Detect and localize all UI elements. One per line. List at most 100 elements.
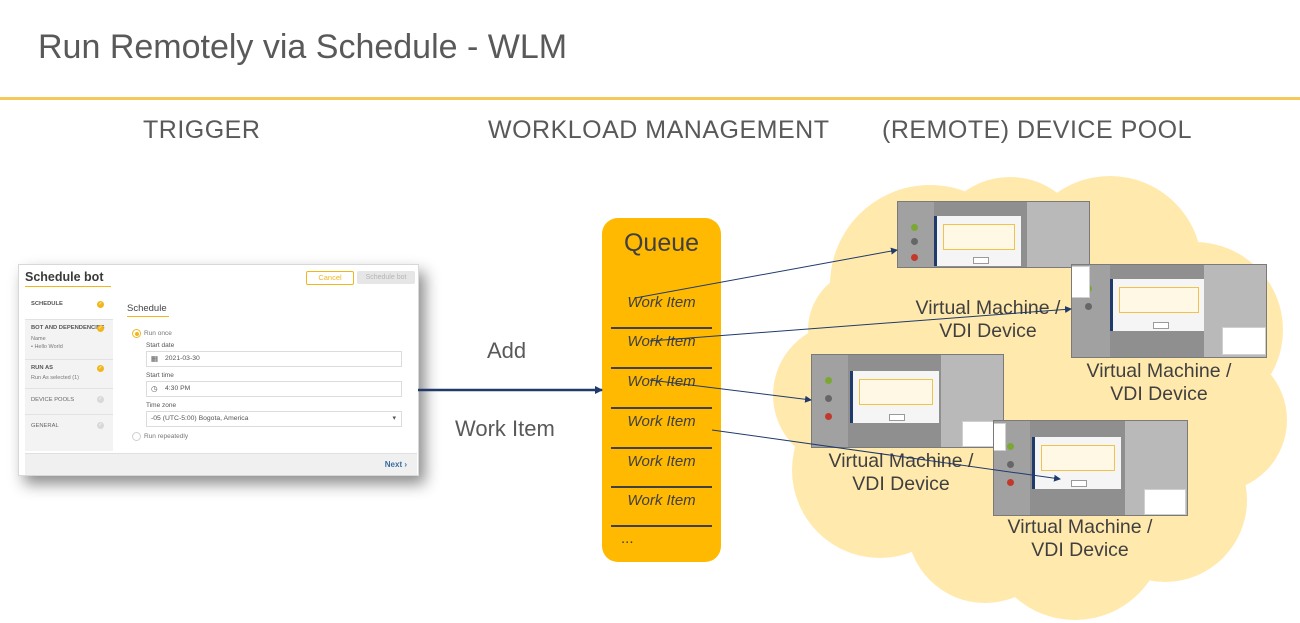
sidebar-item-label: SCHEDULE [31, 301, 63, 307]
sidebar-item-run-as[interactable]: RUN AS Run As selected (1) ✓ [25, 359, 113, 389]
vm-screenshot-2 [1071, 264, 1267, 358]
queue-divider [611, 486, 712, 488]
vm-screenshot-1 [897, 201, 1090, 268]
properties-pane [1027, 202, 1089, 267]
title-underline [25, 286, 111, 287]
time-zone-select[interactable]: -05 (UTC-5:00) Bogota, America ▾ [146, 411, 402, 427]
time-zone-label: Time zone [146, 402, 177, 409]
cancel-button[interactable]: Cancel [306, 271, 354, 285]
run-once-label: Run once [144, 330, 172, 337]
message-box-body [859, 379, 933, 405]
schedule-form-title: Schedule [127, 303, 167, 314]
dispatch-arrow-2 [649, 305, 1072, 342]
vm-label-1: Virtual Machine / VDI Device [915, 297, 1061, 342]
message-box [934, 216, 1021, 266]
check-icon: ✓ [97, 422, 104, 429]
sidebar-item-sub: Name [31, 336, 46, 342]
run-repeatedly-label: Run repeatedly [144, 433, 189, 440]
add-label: Add [487, 338, 527, 363]
time-zone-value: -05 (UTC-5:00) Bogota, America [151, 415, 249, 422]
bot-icon [1007, 461, 1014, 468]
status-dot-icon [1007, 443, 1014, 450]
sidebar-item-label: GENERAL [31, 423, 59, 429]
schedule-footer: Next › [25, 453, 417, 475]
sidebar-item-schedule[interactable]: SCHEDULE ✓ [25, 293, 113, 320]
queue-work-item: Work Item [627, 333, 696, 350]
bot-icon [911, 238, 918, 245]
status-dot-icon [825, 377, 832, 384]
schedule-bot-panel: Schedule bot Cancel Schedule bot SCHEDUL… [18, 264, 419, 476]
wizard-sidebar: SCHEDULE ✓ BOT AND DEPENDENCIES Name • H… [25, 293, 113, 451]
queue-more: ... [621, 530, 634, 547]
title-divider [0, 97, 1300, 100]
queue: Queue Work Item Work Item Work Item Work… [602, 218, 721, 562]
queue-divider [611, 525, 712, 527]
dropdown-arrow-icon: ▾ [392, 415, 396, 422]
start-time-label: Start time [146, 372, 174, 379]
sidebar-item-device-pools[interactable]: DEVICE POOLS ✓ [25, 388, 113, 415]
start-date-label: Start date [146, 342, 175, 349]
check-icon: ✓ [97, 396, 104, 403]
sidebar-item-bot-dependencies[interactable]: BOT AND DEPENDENCIES Name • Hello World … [25, 319, 113, 360]
dispatch-arrow-1 [634, 247, 898, 299]
schedule-bot-button[interactable]: Schedule bot [357, 271, 415, 284]
bot-icon [1085, 303, 1092, 310]
check-icon: ✓ [97, 301, 104, 308]
run-once-radio[interactable] [132, 329, 141, 338]
run-repeatedly-radio[interactable] [132, 432, 141, 441]
trigger-header: TRIGGER [143, 116, 261, 144]
message-box [850, 371, 939, 423]
message-box-body [1119, 287, 1199, 313]
dispatch-arrow-4 [711, 429, 1061, 482]
stop-icon [911, 254, 918, 261]
ok-button [973, 257, 989, 264]
queue-divider [611, 407, 712, 409]
page-title: Run Remotely via Schedule - WLM [38, 28, 568, 66]
sidebar-item-sub: • Hello World [31, 344, 63, 350]
wlm-header: WORKLOAD MANAGEMENT [488, 116, 830, 144]
ok-button [889, 414, 905, 421]
start-date-field[interactable]: ▦ 2021-03-30 [146, 351, 402, 367]
next-label: Next [384, 460, 403, 469]
sidebar-item-sub: Run As selected (1) [31, 375, 79, 381]
vm-label-4: Virtual Machine / VDI Device [1007, 516, 1153, 561]
run-window [1144, 489, 1186, 515]
next-button[interactable]: Next › [384, 460, 407, 469]
queue-work-item: Work Item [627, 492, 696, 509]
clock-icon: ◷ [151, 384, 158, 393]
vm-label-3: Virtual Machine / VDI Device [828, 450, 974, 495]
queue-divider [611, 367, 712, 369]
check-icon: ✓ [97, 365, 104, 372]
start-date-value: 2021-03-30 [165, 355, 200, 362]
vm-screenshot-4 [993, 420, 1188, 516]
run-window [994, 423, 1006, 451]
device-pool-header: (REMOTE) DEVICE POOL [882, 116, 1193, 144]
calendar-icon: ▦ [151, 354, 159, 363]
message-box [1110, 279, 1205, 331]
run-window [1072, 266, 1090, 298]
form-title-underline [127, 316, 169, 317]
ok-button [1071, 480, 1087, 487]
vm-screenshot-3 [811, 354, 1004, 448]
vm-label-2: Virtual Machine / VDI Device [1086, 360, 1232, 405]
queue-work-item: Work Item [627, 413, 696, 430]
ok-button [1153, 322, 1169, 329]
schedule-bot-title: Schedule bot [25, 270, 104, 284]
sidebar-item-general[interactable]: GENERAL ✓ [25, 414, 113, 440]
bot-icon [825, 395, 832, 402]
message-box [1032, 437, 1121, 489]
run-window [1222, 327, 1266, 355]
queue-divider [611, 327, 712, 329]
work-item-label: Work Item [455, 416, 555, 441]
dispatch-arrow-3 [649, 379, 812, 403]
message-box-body [943, 224, 1015, 250]
start-time-value: 4:30 PM [165, 385, 191, 392]
status-dot-icon [911, 224, 918, 231]
start-time-field[interactable]: ◷ 4:30 PM [146, 381, 402, 397]
queue-work-item: Work Item [627, 294, 696, 311]
stop-icon [1007, 479, 1014, 486]
check-icon: ✓ [97, 325, 104, 332]
queue-work-item: Work Item [627, 453, 696, 470]
sidebar-item-label: BOT AND DEPENDENCIES [31, 325, 105, 331]
